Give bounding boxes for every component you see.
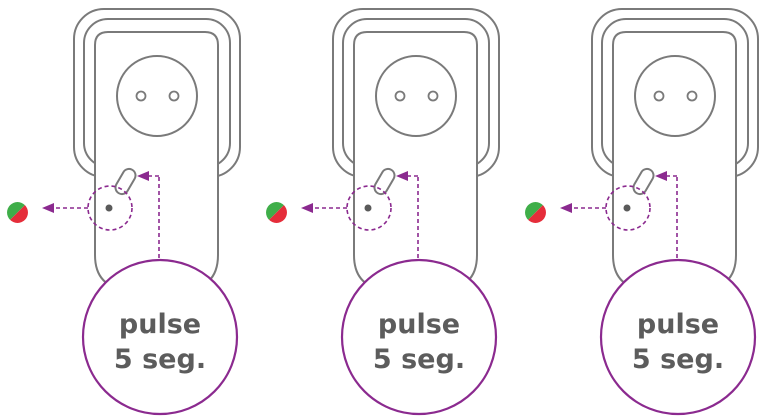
adapter-unit-3: pulse 5 seg.: [525, 8, 759, 416]
led-highlight-ring: [87, 185, 133, 231]
powerline-adapter-icon: [73, 8, 241, 291]
press-instruction-circle: [340, 258, 498, 416]
led-arrowhead: [560, 203, 572, 213]
press-label-line1: pulse: [637, 309, 719, 340]
led-highlight-ring: [605, 185, 651, 231]
led-status-icon: [7, 202, 28, 223]
led-status-icon: [266, 202, 287, 223]
adapter-unit-1: pulse 5 seg.: [7, 8, 241, 416]
press-instruction-circle: [81, 258, 239, 416]
powerline-adapter-icon: [591, 8, 759, 291]
led-dot: [364, 204, 372, 212]
adapter-unit-2: pulse 5 seg.: [266, 8, 500, 416]
button-arrowhead: [137, 171, 149, 181]
led-dot: [623, 204, 631, 212]
press-instruction-circle: [599, 258, 757, 416]
led-highlight-ring: [346, 185, 392, 231]
press-label-line2: 5 seg.: [373, 344, 465, 375]
led-arrowhead: [42, 203, 54, 213]
led-dot: [105, 204, 113, 212]
led-status-icon: [525, 202, 546, 223]
button-arrowhead: [655, 171, 667, 181]
powerline-adapter-icon: [332, 8, 500, 291]
press-label-line1: pulse: [119, 309, 201, 340]
press-label-line1: pulse: [378, 309, 460, 340]
press-label-line2: 5 seg.: [114, 344, 206, 375]
press-label-line2: 5 seg.: [632, 344, 724, 375]
button-arrowhead: [396, 171, 408, 181]
led-arrowhead: [301, 203, 313, 213]
